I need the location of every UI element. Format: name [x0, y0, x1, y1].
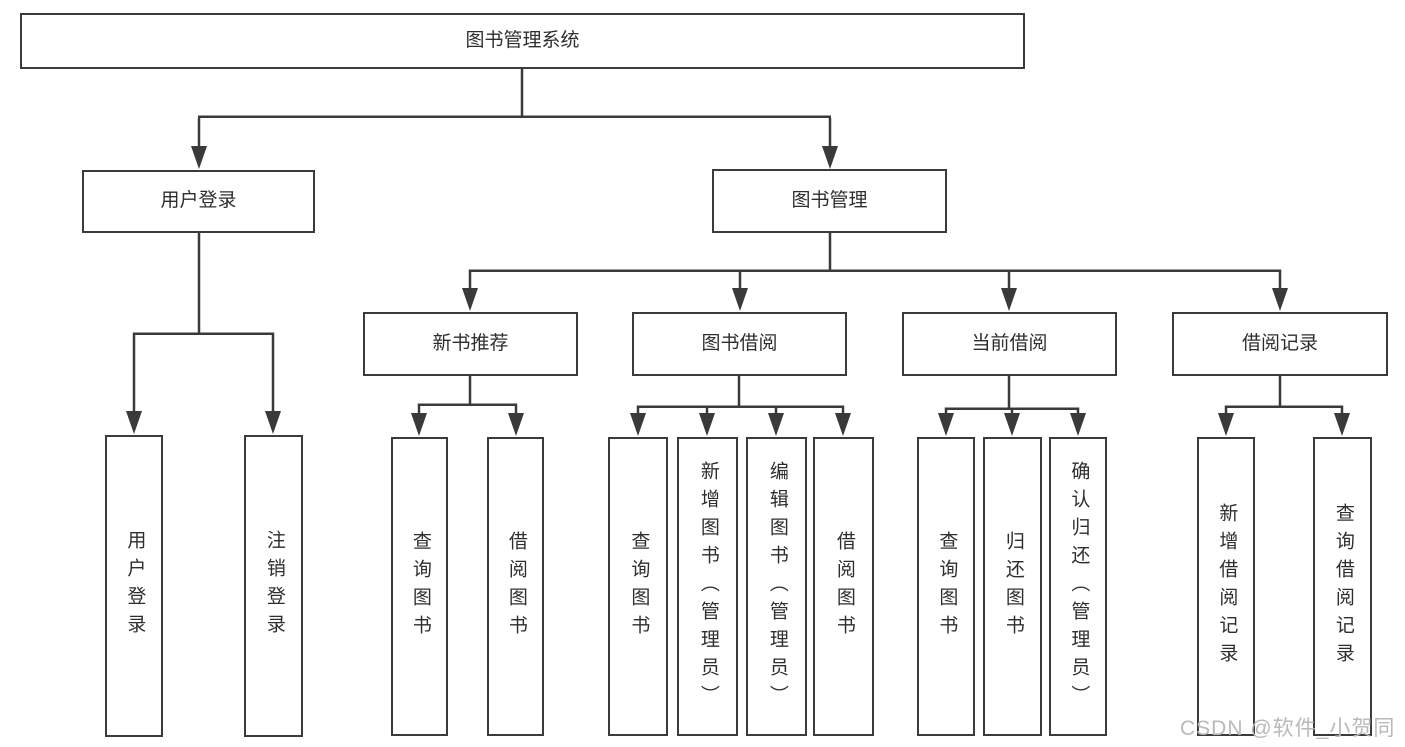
leaf-borrow-add-book-admin-label: 新增图书（管理员）	[697, 460, 719, 713]
leaf-borrow-edit-book-admin: 编辑图书（管理员）	[746, 437, 807, 736]
leaf-borrow-query-book: 查询图书	[608, 437, 668, 736]
node-book-borrow: 图书借阅	[632, 312, 847, 376]
leaf-user-login: 用户登录	[105, 435, 163, 737]
node-user-login: 用户登录	[82, 170, 315, 233]
leaf-newrec-query-book: 查询图书	[391, 437, 448, 736]
leaf-current-confirm-return-admin-label: 确认归还（管理员）	[1068, 460, 1090, 713]
leaf-borrow-edit-book-admin-label: 编辑图书（管理员）	[766, 460, 788, 713]
leaf-records-query-record: 查询借阅记录	[1313, 437, 1372, 736]
leaf-records-add-record-label: 新增借阅记录	[1216, 502, 1238, 671]
node-book-mgmt: 图书管理	[712, 169, 947, 233]
leaf-records-add-record: 新增借阅记录	[1197, 437, 1255, 736]
leaf-logout-login: 注销登录	[244, 435, 303, 737]
node-book-mgmt-label: 图书管理	[791, 189, 868, 211]
leaf-newrec-borrow-book-label: 借阅图书	[505, 530, 527, 643]
node-root-label: 图书管理系统	[465, 29, 580, 51]
leaf-current-confirm-return-admin: 确认归还（管理员）	[1049, 437, 1107, 736]
leaf-records-query-record-label: 查询借阅记录	[1332, 502, 1354, 671]
leaf-user-login-label: 用户登录	[124, 530, 146, 642]
node-current-borrow-label: 当前借阅	[971, 332, 1048, 354]
node-current-borrow: 当前借阅	[902, 312, 1117, 376]
node-user-login-label: 用户登录	[160, 190, 237, 212]
leaf-current-query-book-label: 查询图书	[936, 530, 958, 643]
leaf-borrow-add-book-admin: 新增图书（管理员）	[677, 437, 738, 736]
leaf-newrec-query-book-label: 查询图书	[409, 530, 431, 643]
arrowheads	[126, 146, 1350, 436]
leaf-borrow-borrow-book-label: 借阅图书	[833, 530, 855, 643]
node-new-book-rec-label: 新书推荐	[432, 332, 509, 354]
node-book-borrow-label: 图书借阅	[701, 332, 778, 354]
leaf-current-return-book-label: 归还图书	[1002, 530, 1024, 643]
node-borrow-records: 借阅记录	[1172, 312, 1388, 376]
node-root: 图书管理系统	[20, 13, 1025, 69]
node-new-book-rec: 新书推荐	[363, 312, 578, 376]
leaf-logout-login-label: 注销登录	[263, 530, 285, 642]
leaf-borrow-query-book-label: 查询图书	[628, 530, 650, 643]
leaf-borrow-borrow-book: 借阅图书	[813, 437, 874, 736]
leaf-newrec-borrow-book: 借阅图书	[487, 437, 544, 736]
node-borrow-records-label: 借阅记录	[1241, 332, 1318, 354]
leaf-current-query-book: 查询图书	[917, 437, 975, 736]
leaf-current-return-book: 归还图书	[983, 437, 1042, 736]
